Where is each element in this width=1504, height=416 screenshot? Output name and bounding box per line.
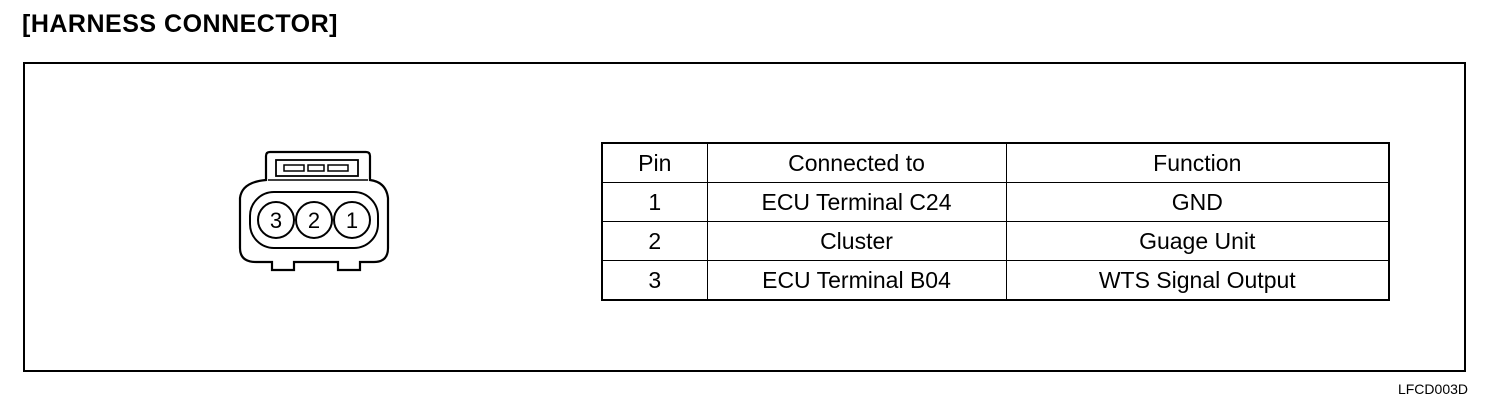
header-function: Function <box>1005 142 1390 183</box>
table-row: 1 ECU Terminal C24 GND <box>601 182 1390 222</box>
pin-3-label: 3 <box>270 208 282 233</box>
pin-2-circle <box>295 201 333 239</box>
cell-connected-to: ECU Terminal C24 <box>706 182 1007 222</box>
cell-pin: 1 <box>601 182 708 222</box>
cell-pin: 2 <box>601 221 708 261</box>
pin-assignment-table: Pin Connected to Function 1 ECU Terminal… <box>601 142 1390 301</box>
header-pin: Pin <box>601 142 708 183</box>
diagram-frame <box>23 62 1466 372</box>
cell-function: WTS Signal Output <box>1005 260 1390 301</box>
cell-function: GND <box>1005 182 1390 222</box>
diagram-title: [HARNESS CONNECTOR] <box>22 10 338 38</box>
cell-pin: 3 <box>601 260 708 301</box>
pin-3-circle <box>257 201 295 239</box>
table-row: 2 Cluster Guage Unit <box>601 221 1390 261</box>
table-row: 3 ECU Terminal B04 WTS Signal Output <box>601 260 1390 301</box>
pin-1-label: 1 <box>346 208 358 233</box>
connector-lock-tab <box>275 159 359 177</box>
cell-function: Guage Unit <box>1005 221 1390 261</box>
harness-connector-illustration: 3 2 1 <box>228 150 398 275</box>
table-header-row: Pin Connected to Function <box>601 142 1390 183</box>
pin-1-circle <box>333 201 371 239</box>
figure-code: LFCD003D <box>1397 381 1468 397</box>
cell-connected-to: ECU Terminal B04 <box>706 260 1007 301</box>
cell-connected-to: Cluster <box>706 221 1007 261</box>
pin-2-label: 2 <box>308 208 320 233</box>
header-connected-to: Connected to <box>706 142 1007 183</box>
connector-pin-cavity <box>249 191 379 249</box>
connector-housing-outline <box>238 150 390 272</box>
